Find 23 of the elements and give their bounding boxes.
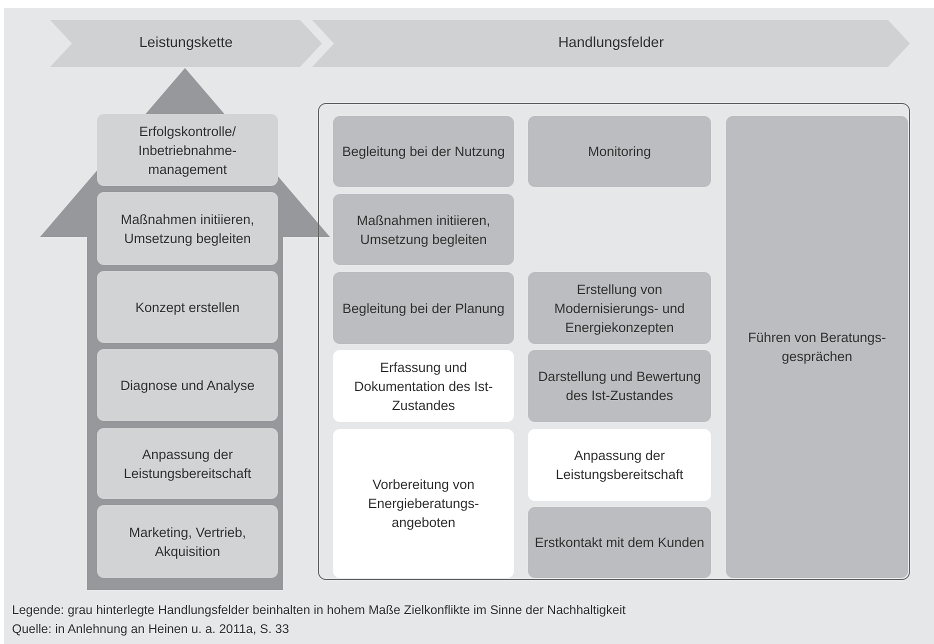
field-box: Monitoring: [528, 116, 711, 187]
field-box: Maßnahmen initiieren, Umsetzung begleiten: [97, 192, 278, 265]
chevron-banner: Handlungsfelder: [312, 20, 910, 67]
field-box: Darstellung und Bewertung des Ist-Zustandes: [528, 350, 711, 422]
field-box: Konzept erstellen: [97, 271, 278, 343]
field-box: Diagnose und Analyse: [97, 349, 278, 421]
field-box: Erfolgskontrolle/ Inbetriebnahme-management: [97, 114, 278, 186]
field-box: Erstkontakt mit dem Kunden: [528, 507, 711, 578]
field-box: Erfassung und Dokumentation des Ist-Zustandes: [333, 350, 514, 422]
field-box: Führen von Beratungs-gesprächen: [726, 116, 908, 578]
panel-frame: [318, 103, 910, 580]
source-caption: Quelle: in Anlehnung an Heinen u. a. 2011a, S. 33: [12, 622, 290, 636]
field-box: Maßnahmen initiieren, Umsetzung begleiten: [333, 194, 514, 265]
legend-note: Legende: grau hinterlegte Handlungsfelder beinhalten in hohem Maße Zielkonflikte im Sinne der Nachhaltigkeit: [12, 603, 626, 617]
block-arrow: [40, 68, 330, 590]
field-box: Erstellung von Modernisierungs- und Energiekonzepten: [528, 272, 711, 344]
chevron-banner: Leistungskette: [50, 20, 322, 67]
field-box: Begleitung bei der Nutzung: [333, 116, 514, 187]
field-box: Begleitung bei der Planung: [333, 272, 514, 344]
field-box: Anpassung der Leistungsbereitschaft: [97, 428, 278, 499]
field-box: Marketing, Vertrieb, Akquisition: [97, 505, 278, 578]
field-box: Vorbereitung von Energieberatungs-angeboten: [333, 429, 514, 578]
field-box: Anpassung der Leistungsbereitschaft: [528, 429, 711, 501]
